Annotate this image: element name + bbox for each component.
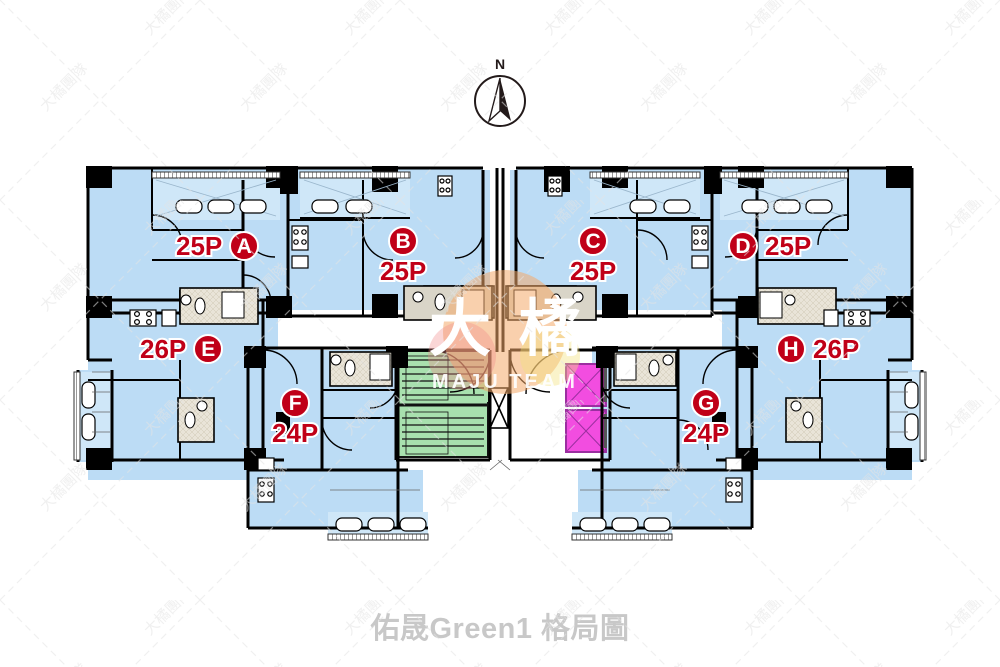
unit-area-F: 24P [270,418,320,448]
stove-icon [257,457,275,503]
unit-area-A: 25P [174,231,224,261]
unit-label-F[interactable]: F 24P [270,388,320,448]
unit-area-D: 25P [763,231,813,261]
stove-icon [291,225,309,269]
unit-badge-A: A [229,231,260,261]
unit-badge-B: B [388,226,419,256]
stairwell [397,351,489,458]
unit-area-G: 24P [681,418,731,448]
stove-icon [823,309,871,327]
unit-area-E: 26P [138,334,188,364]
stove-icon [129,309,177,327]
unit-badge-D: D [728,231,758,261]
page-title: 佑晟Green1 格局圖 [370,613,630,645]
unit-badge-C: C [578,226,609,256]
unit-badge-H: H [776,334,806,364]
unit-area-B: 25P [378,256,428,286]
unit-label-A[interactable]: 25P A [174,231,260,261]
unit-badge-F: F [280,388,311,418]
unit-area-H: 26P [811,334,861,364]
compass-label: N [495,56,505,72]
unit-label-H[interactable]: H 26P [776,334,861,364]
stove-icon [437,175,453,197]
unit-badge-E: E [193,334,224,364]
unit-label-D[interactable]: D 25P [728,231,813,261]
unit-badge-G: G [691,388,722,418]
stove-icon [547,175,563,197]
compass-north-icon: N [474,56,526,127]
unit-label-E[interactable]: 26P E [138,334,224,364]
stove-icon [691,225,709,269]
unit-label-B[interactable]: B 25P [378,226,428,286]
unit-label-C[interactable]: C 25P [568,226,618,286]
stove-icon [725,457,743,503]
unit-area-C: 25P [568,256,618,286]
unit-label-G[interactable]: G 24P [681,388,731,448]
